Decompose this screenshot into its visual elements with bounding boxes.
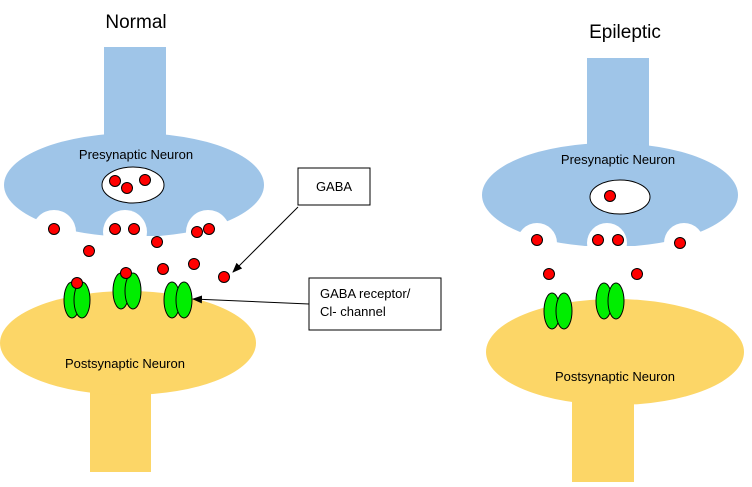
gaba-callout-text: GABA xyxy=(316,179,352,194)
receptor-callout-box xyxy=(308,277,442,331)
epileptic-panel: Epileptic Presynaptic Neuron Postsynapti… xyxy=(470,22,752,482)
gaba-receptor xyxy=(595,282,625,320)
normal-receptors xyxy=(63,272,193,319)
gaba-molecule xyxy=(109,175,121,187)
gaba-molecule xyxy=(218,271,230,283)
normal-postsynaptic-label: Postsynaptic Neuron xyxy=(65,356,185,371)
normal-postsynaptic-neuron: Postsynaptic Neuron xyxy=(0,291,256,472)
gaba-molecule xyxy=(543,268,555,280)
gaba-molecule xyxy=(48,223,60,235)
normal-title: Normal xyxy=(105,12,166,33)
normal-presynaptic-axon xyxy=(104,47,166,147)
epileptic-presynaptic-axon xyxy=(587,58,649,158)
gaba-molecule xyxy=(109,223,121,235)
receptor-callout-line1: GABA receptor/ xyxy=(320,286,411,301)
normal-postsynaptic-body xyxy=(0,291,256,395)
gaba-callout-box xyxy=(297,167,371,206)
gaba-molecule xyxy=(631,268,643,280)
gaba-molecule xyxy=(121,182,133,194)
epileptic-receptors xyxy=(543,282,625,330)
gaba-molecule xyxy=(128,223,140,235)
normal-panel: Normal Presynaptic Neuron Postsynaptic N… xyxy=(0,12,280,472)
gaba-callout-arrow xyxy=(232,206,299,273)
gaba-receptor xyxy=(163,281,193,319)
gaba-molecule xyxy=(592,234,604,246)
epileptic-title: Epileptic xyxy=(589,22,661,43)
gaba-molecule xyxy=(188,258,200,270)
gaba-molecule xyxy=(191,226,203,238)
normal-postsynaptic-dendrite xyxy=(90,380,151,472)
epileptic-postsynaptic-label: Postsynaptic Neuron xyxy=(555,369,675,384)
receptor-callout-arrow xyxy=(192,295,310,305)
gaba-molecule xyxy=(157,263,169,275)
epileptic-presynaptic-label: Presynaptic Neuron xyxy=(561,152,675,167)
epileptic-postsynaptic-neuron: Postsynaptic Neuron xyxy=(486,299,744,482)
gaba-molecule xyxy=(604,190,616,202)
epileptic-vesicle xyxy=(589,179,651,215)
gaba-molecule xyxy=(612,234,624,246)
gaba-receptor xyxy=(112,272,142,310)
normal-gaba-molecules xyxy=(48,174,230,289)
gaba-molecule-bound xyxy=(120,267,132,279)
epileptic-postsynaptic-dendrite xyxy=(572,400,634,482)
gaba-molecule xyxy=(151,236,163,248)
gaba-molecule xyxy=(203,223,215,235)
gaba-callout: GABA xyxy=(232,167,371,273)
gaba-receptor xyxy=(543,292,573,330)
gaba-molecule xyxy=(674,237,686,249)
normal-presynaptic-label: Presynaptic Neuron xyxy=(79,147,193,162)
receptor-callout-line2: Cl- channel xyxy=(320,304,386,319)
gaba-molecule xyxy=(139,174,151,186)
normal-presynaptic-neuron: Presynaptic Neuron xyxy=(0,47,280,276)
epileptic-gaba-molecules xyxy=(531,190,686,280)
gaba-molecule xyxy=(83,245,95,257)
gaba-molecule-bound xyxy=(71,277,83,289)
receptor-callout: GABA receptor/ Cl- channel xyxy=(192,277,442,331)
gaba-molecule xyxy=(531,234,543,246)
epileptic-presynaptic-neuron: Presynaptic Neuron xyxy=(470,58,752,276)
